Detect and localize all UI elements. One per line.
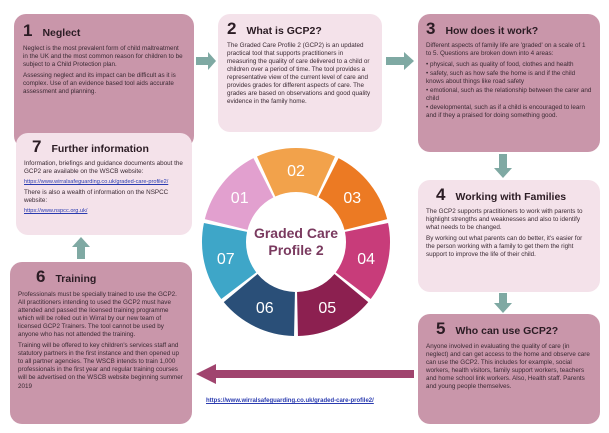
wheel-segment-label: 04 [357,251,375,268]
wheel-center [250,196,342,288]
step-number: 6 [36,267,46,286]
step-text: By working out what parents can do bette… [426,235,583,259]
wheel-segment-03 [318,158,388,230]
wheel-center-title-line2: Profile 2 [268,242,323,258]
step-text: • developmental, such as if a child is e… [426,104,586,120]
wheel-segment-06 [223,273,295,336]
wheel-center-title-line1: Graded Care [254,225,338,241]
step-title: What is GCP2? [246,25,322,37]
arrow-down-icon [494,154,512,178]
wheel-segment-label: 05 [318,300,336,317]
step-title: Who can use GCP2? [455,325,559,337]
wheel-segment-label: 02 [287,163,305,180]
wheel-segment-01 [204,158,274,230]
wheel-segment-label: 03 [343,190,361,207]
wheel-segment-05 [297,273,369,336]
step-text: Different aspects of family life are 'gr… [426,42,586,58]
step-5-who-can-use-box: 5 Who can use GCP2? Anyone involved in e… [418,314,600,424]
step-title: Working with Families [455,191,567,203]
step-number: 2 [227,19,237,38]
arrow-down-icon [494,293,512,313]
step-text: • safety, such as how safe the home is a… [426,70,576,86]
wscb-gcp2-link[interactable]: https://www.wirralsafeguarding.co.uk/gra… [206,398,374,404]
wheel-segment-07 [202,223,257,300]
step-6-header: 6 Training [18,268,184,285]
step-text: • physical, such as quality of food, clo… [426,61,574,69]
step-text: The Graded Care Profile 2 (GCP2) is an u… [227,42,371,106]
step-title: Neglect [42,27,81,39]
step-text: • emotional, such as the relationship be… [426,87,592,103]
step-text: Neglect is the most prevalent form of ch… [23,45,183,69]
step-title: How does it work? [445,25,539,37]
wscb-link[interactable]: https://www.wirralsafeguarding.co.uk/gra… [24,179,169,186]
step-1-header: 1 Neglect [23,22,185,39]
arrow-left-icon [196,364,414,384]
gcp2-cycle-wheel: 01 02 03 04 05 06 07 Graded Care Profile 2 [202,148,390,336]
step-text: The GCP2 supports practitioners to work … [426,208,583,232]
step-number: 5 [436,319,446,338]
step-6-training-box: 6 Training Professionals must be special… [10,262,192,424]
wheel-segment-02 [256,148,336,197]
step-2-header: 2 What is GCP2? [227,20,373,37]
step-text: Professionals must be specially trained … [18,291,177,339]
wheel-segment-label: 06 [256,300,274,317]
arrow-right-icon [386,52,414,70]
step-text: Information, briefings and guidance docu… [24,160,183,176]
step-title: Training [55,273,97,285]
step-text: Training will be offered to key children… [18,342,183,390]
step-3-how-does-it-work-box: 3 How does it work? Different aspects of… [418,14,600,152]
step-text: Anyone involved in evaluating the qualit… [426,343,590,391]
step-4-working-with-families-box: 4 Working with Families The GCP2 support… [418,180,600,292]
wheel-segment-label: 07 [217,251,235,268]
step-7-header: 7 Further information [24,138,184,155]
step-2-what-is-gcp2-box: 2 What is GCP2? The Graded Care Profile … [218,14,382,132]
arrow-right-icon [196,52,216,70]
step-text: Assessing neglect and its impact can be … [23,72,176,96]
step-number: 3 [426,19,436,38]
step-number: 7 [32,137,42,156]
step-4-header: 4 Working with Families [426,186,592,203]
step-7-further-info-box: 7 Further information Information, brief… [16,133,192,235]
step-number: 4 [436,185,446,204]
wheel-segment-04 [335,223,390,300]
arrow-up-icon [72,237,90,259]
nspcc-link[interactable]: https://www.nspcc.org.uk/ [24,208,88,215]
step-3-header: 3 How does it work? [426,20,592,37]
step-text: There is also a wealth of information on… [24,189,169,205]
step-5-header: 5 Who can use GCP2? [426,320,592,337]
step-title: Further information [51,143,149,155]
step-number: 1 [23,21,33,40]
step-1-neglect-box: 1 Neglect Neglect is the most prevalent … [14,14,194,148]
wheel-segment-label: 01 [231,190,249,207]
